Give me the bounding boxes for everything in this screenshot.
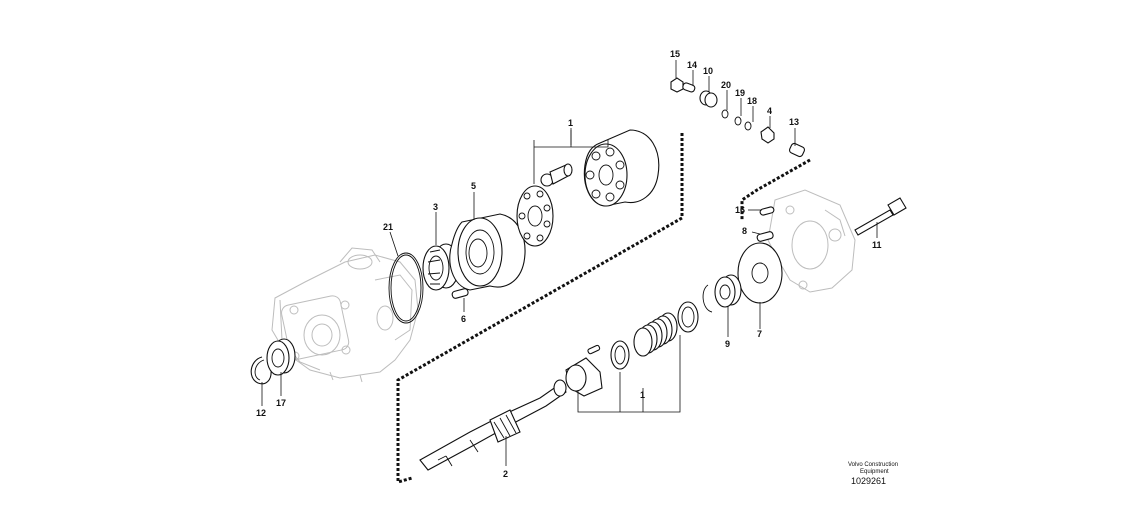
o-ring-21 — [388, 252, 424, 324]
seal-20 — [721, 109, 729, 119]
small-parts-chain — [670, 77, 806, 158]
bearing-9 — [714, 274, 742, 308]
callout-20: 20 — [721, 80, 731, 90]
shim-7 — [737, 242, 783, 304]
pin-16 — [759, 206, 775, 216]
snap-ring-9 — [702, 284, 713, 313]
callout-15: 15 — [670, 49, 680, 59]
callout-labels: 15 14 10 20 19 18 4 13 1 5 3 21 6 16 8 1… — [256, 49, 882, 479]
shaft-2 — [419, 379, 567, 471]
retainer — [565, 357, 603, 397]
fitting-4 — [760, 126, 775, 144]
swash-plate-5 — [449, 213, 526, 291]
ring-19 — [734, 116, 742, 126]
pin-8 — [756, 231, 774, 242]
cylinder-block — [583, 129, 660, 207]
callout-21: 21 — [383, 222, 393, 232]
callout-3: 3 — [433, 202, 438, 212]
callout-14: 14 — [687, 60, 697, 70]
callout-6: 6 — [461, 314, 466, 324]
drawing-footer: Volvo Construction Equipment 1029261 — [848, 462, 898, 486]
screw-14 — [682, 82, 696, 93]
valve-plate — [516, 185, 554, 247]
bearing-3 — [422, 243, 460, 291]
callout-11: 11 — [872, 240, 882, 250]
dashed-assembly-line-left — [396, 133, 684, 484]
dashed-assembly-line-right — [740, 158, 811, 220]
valve-13 — [788, 142, 806, 158]
spring-set — [587, 301, 699, 370]
callout-17: 17 — [276, 398, 286, 408]
callout-7: 7 — [757, 329, 762, 339]
callout-16: 16 — [735, 205, 745, 215]
callout-18: 18 — [747, 96, 757, 106]
oil-seal-17 — [266, 338, 296, 376]
callout-9: 9 — [725, 339, 730, 349]
callout-5: 5 — [471, 181, 476, 191]
callout-2: 2 — [503, 469, 508, 479]
callout-4: 4 — [767, 106, 772, 116]
callout-10: 10 — [703, 66, 713, 76]
callout-19: 19 — [735, 88, 745, 98]
callout-1-top: 1 — [568, 118, 573, 128]
callout-8: 8 — [742, 226, 747, 236]
brand-line-1: Volvo Construction — [848, 462, 898, 468]
bolt-11 — [854, 197, 907, 236]
piston — [540, 163, 573, 187]
pin-6 — [451, 288, 469, 299]
drawing-number: 1029261 — [851, 476, 886, 486]
callout-1-bottom: 1 — [640, 390, 645, 400]
nut-15 — [670, 77, 684, 93]
callout-13: 13 — [789, 117, 799, 127]
callout-12: 12 — [256, 408, 266, 418]
leader-lines — [261, 60, 878, 466]
ring-18 — [744, 121, 752, 131]
brand-line-2: Equipment — [860, 469, 889, 475]
